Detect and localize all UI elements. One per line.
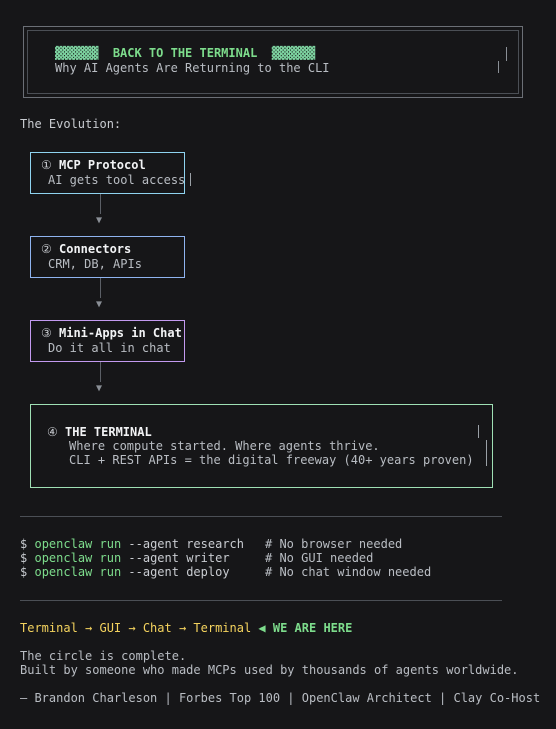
banner-cursor-bar	[498, 61, 499, 73]
command-prompt: $	[20, 537, 28, 551]
arrow-down-icon: ▼	[96, 215, 103, 226]
command-prompt: $	[20, 551, 28, 565]
command-comment: # No GUI needed	[265, 551, 374, 565]
command-prompt: $	[20, 565, 28, 579]
evolution-heading: The Evolution:	[20, 117, 122, 131]
banner-outer-frame	[23, 26, 523, 98]
banner-block-right: ▓▓▓▓▓▓	[271, 46, 316, 60]
banner-block-left: ▓▓▓▓▓▓	[55, 46, 99, 60]
step-3-title-line: ③ Mini-Apps in Chat	[41, 326, 182, 340]
command-line: $ openclaw run --agent deploy	[20, 565, 230, 579]
terminal-title: THE TERMINAL	[65, 425, 152, 439]
step-2-title: Connectors	[59, 242, 132, 256]
banner-subtitle: Why AI Agents Are Returning to the CLI	[55, 61, 330, 75]
step-2-title-line: ② Connectors	[41, 242, 131, 256]
command-comment: # No browser needed	[265, 537, 403, 551]
step-box-mini-apps	[30, 320, 185, 362]
closing-line-2: Built by someone who made MCPs used by t…	[20, 663, 519, 677]
step-3-desc: Do it all in chat	[48, 341, 171, 355]
command-args: --agent writer	[128, 551, 230, 565]
command-line: $ openclaw run --agent writer	[20, 551, 230, 565]
terminal-line-2: CLI + REST APIs = the digital freeway (4…	[69, 453, 474, 467]
command-line: $ openclaw run --agent research	[20, 537, 244, 551]
flow-path: Terminal → GUI → Chat → Terminal	[20, 621, 252, 635]
step-1-title: MCP Protocol	[59, 158, 146, 172]
step-1-cursor-bar	[190, 173, 191, 186]
banner-cursor-bar	[506, 47, 507, 61]
banner-inner-frame	[27, 30, 519, 94]
command-args: --agent deploy	[128, 565, 230, 579]
terminal-title-line: ④ THE TERMINAL	[47, 425, 152, 439]
flow-line: Terminal → GUI → Chat → Terminal ◀ WE AR…	[20, 621, 352, 635]
step-1-desc: AI gets tool access	[48, 173, 186, 187]
divider	[20, 516, 502, 517]
step-2-number-icon: ②	[41, 242, 52, 256]
step-1-number-icon: ①	[41, 158, 52, 172]
terminal-box-cursor-bar	[486, 440, 487, 466]
step-1-title-line: ① MCP Protocol	[41, 158, 146, 172]
arrow-line	[100, 194, 101, 214]
signature: — Brandon Charleson | Forbes Top 100 | O…	[20, 691, 541, 705]
command-name: openclaw run	[34, 537, 122, 551]
step-2-desc: CRM, DB, APIs	[48, 257, 142, 271]
step-4-number-icon: ④	[47, 425, 58, 439]
step-box-mcp-protocol	[30, 152, 185, 194]
terminal-box-cursor-bar	[478, 425, 479, 438]
step-3-number-icon: ③	[41, 326, 52, 340]
flow-marker: ◀ WE ARE HERE	[258, 621, 353, 635]
banner-title: BACK TO THE TERMINAL	[112, 46, 258, 60]
arrow-down-icon: ▼	[96, 383, 103, 394]
terminal-box	[30, 404, 493, 488]
command-name: openclaw run	[34, 551, 122, 565]
command-name: openclaw run	[34, 565, 122, 579]
step-box-connectors	[30, 236, 185, 278]
terminal-line-1: Where compute started. Where agents thri…	[69, 439, 380, 453]
command-comment: # No chat window needed	[265, 565, 432, 579]
command-args: --agent research	[128, 537, 244, 551]
divider	[20, 600, 502, 601]
banner-title-line: ▓▓▓▓▓▓ BACK TO THE TERMINAL ▓▓▓▓▓▓	[55, 46, 315, 60]
arrow-line	[100, 278, 101, 298]
closing-line-1: The circle is complete.	[20, 649, 187, 663]
arrow-line	[100, 362, 101, 382]
arrow-down-icon: ▼	[96, 299, 103, 310]
step-3-title: Mini-Apps in Chat	[59, 326, 182, 340]
